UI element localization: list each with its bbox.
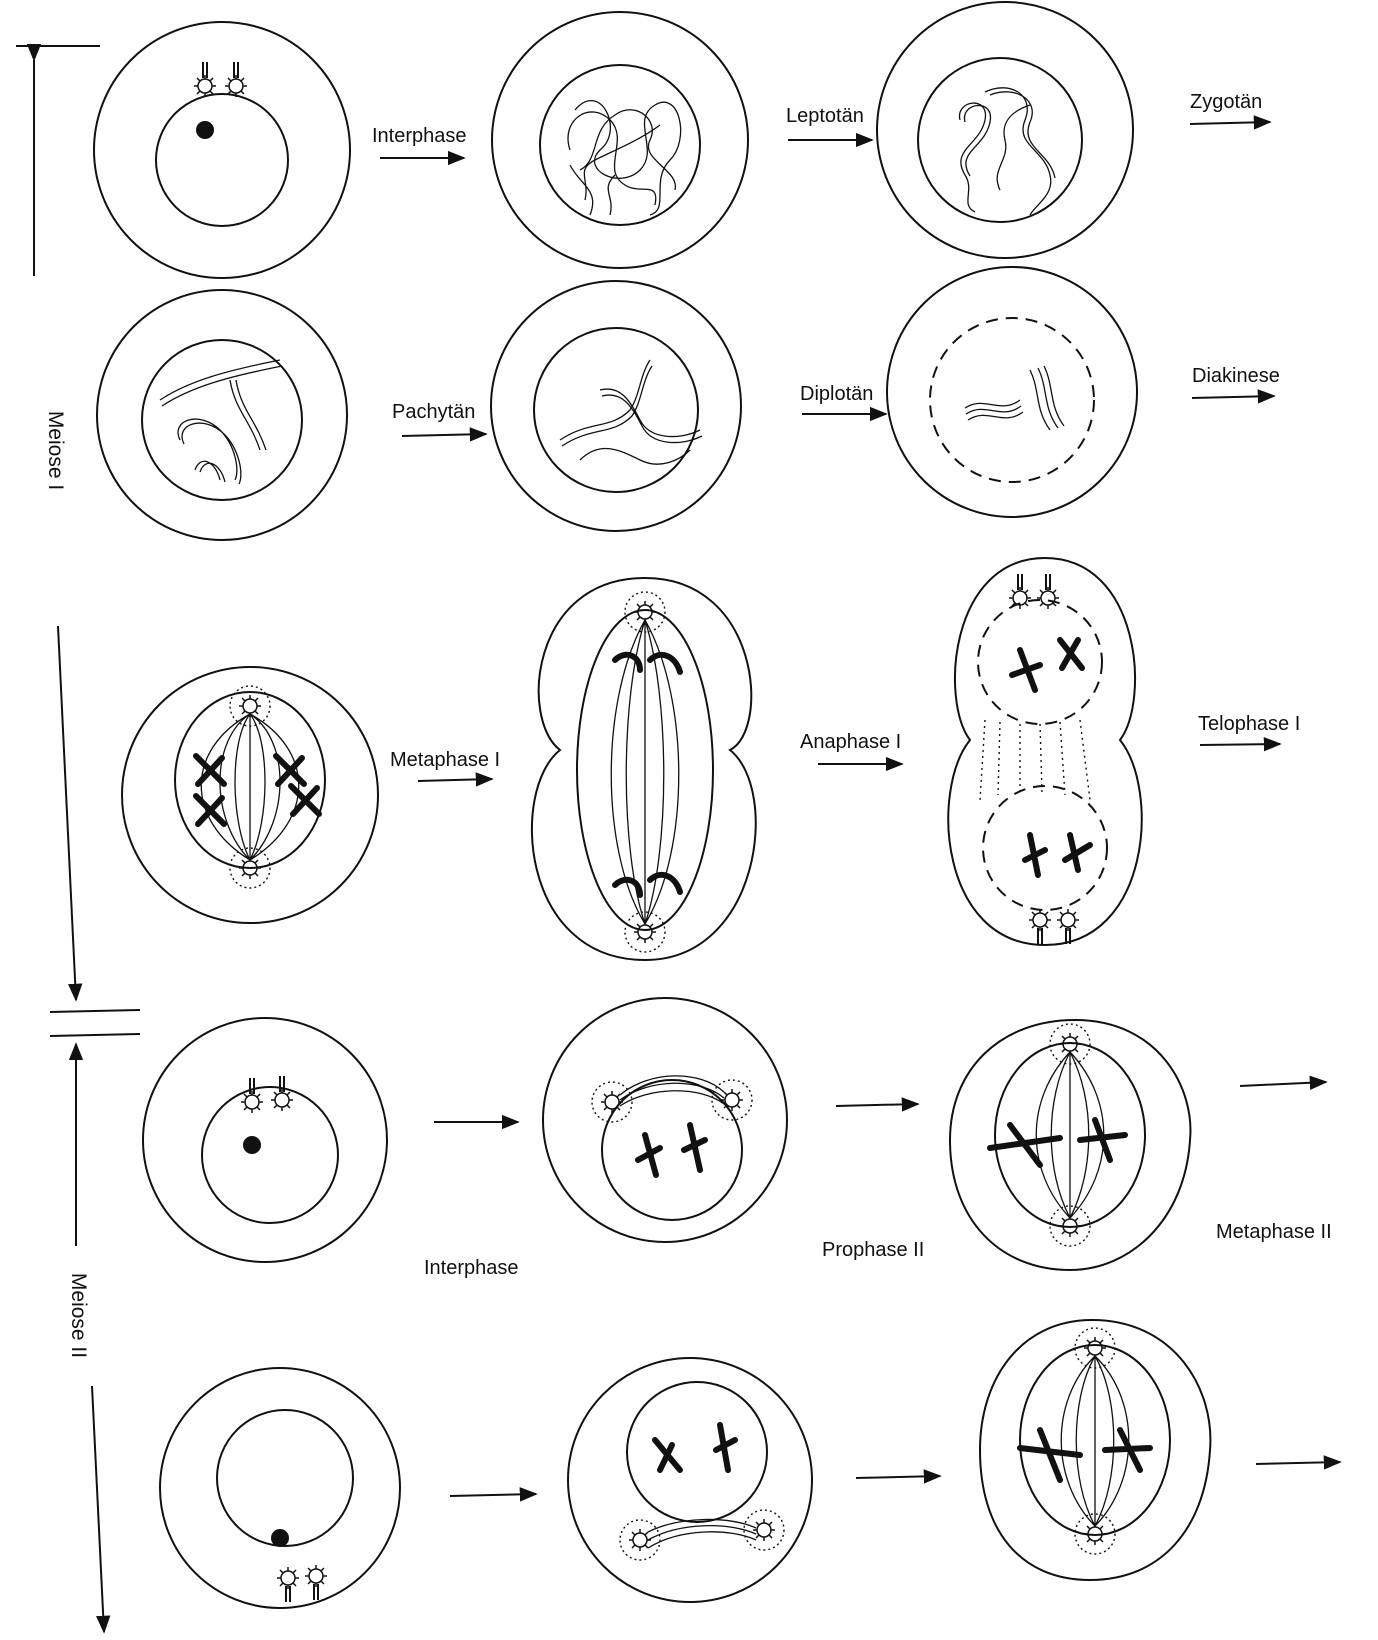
cell-metaphase-2 [950,1020,1190,1270]
label-pachytaen: Pachytän [392,402,475,422]
label-anaphase-1: Anaphase I [800,732,901,752]
label-diplotaen: Diplotän [800,384,873,404]
label-interphase-1: Interphase [372,126,467,146]
cell-interphase-1 [94,22,350,278]
label-zygotaen: Zygotän [1190,92,1262,112]
meiosis-1-label: Meiose I [45,411,66,490]
label-leptotaen: Leptotän [786,106,864,126]
label-interphase-2: Interphase [424,1258,519,1278]
label-metaphase-1: Metaphase I [390,750,500,770]
cell-metaphase-2b [980,1320,1210,1580]
label-prophase-2: Prophase II [822,1240,924,1260]
cell-prophase-2b [568,1358,812,1602]
label-telophase-1: Telophase I [1198,714,1300,734]
cell-prophase-2 [543,998,787,1242]
cell-interphase-2b [160,1368,400,1608]
label-diakinese: Diakinese [1192,366,1280,386]
label-metaphase-2: Metaphase II [1216,1222,1332,1242]
stage-arrows [380,122,1340,1496]
cell-anaphase-1 [532,578,756,960]
meiosis-2-label: Meiose II [68,1273,89,1358]
cell-diakinese [887,267,1137,517]
cell-interphase-2 [143,1018,387,1262]
cell-metaphase-1 [122,667,378,923]
meiosis-1-bracket [16,46,140,1036]
cell-diplotaen [491,281,741,531]
cell-zygotaen [877,2,1133,258]
cell-leptotaen [492,12,748,268]
cell-pachytaen [97,290,347,540]
cell-telophase-1 [948,558,1141,945]
